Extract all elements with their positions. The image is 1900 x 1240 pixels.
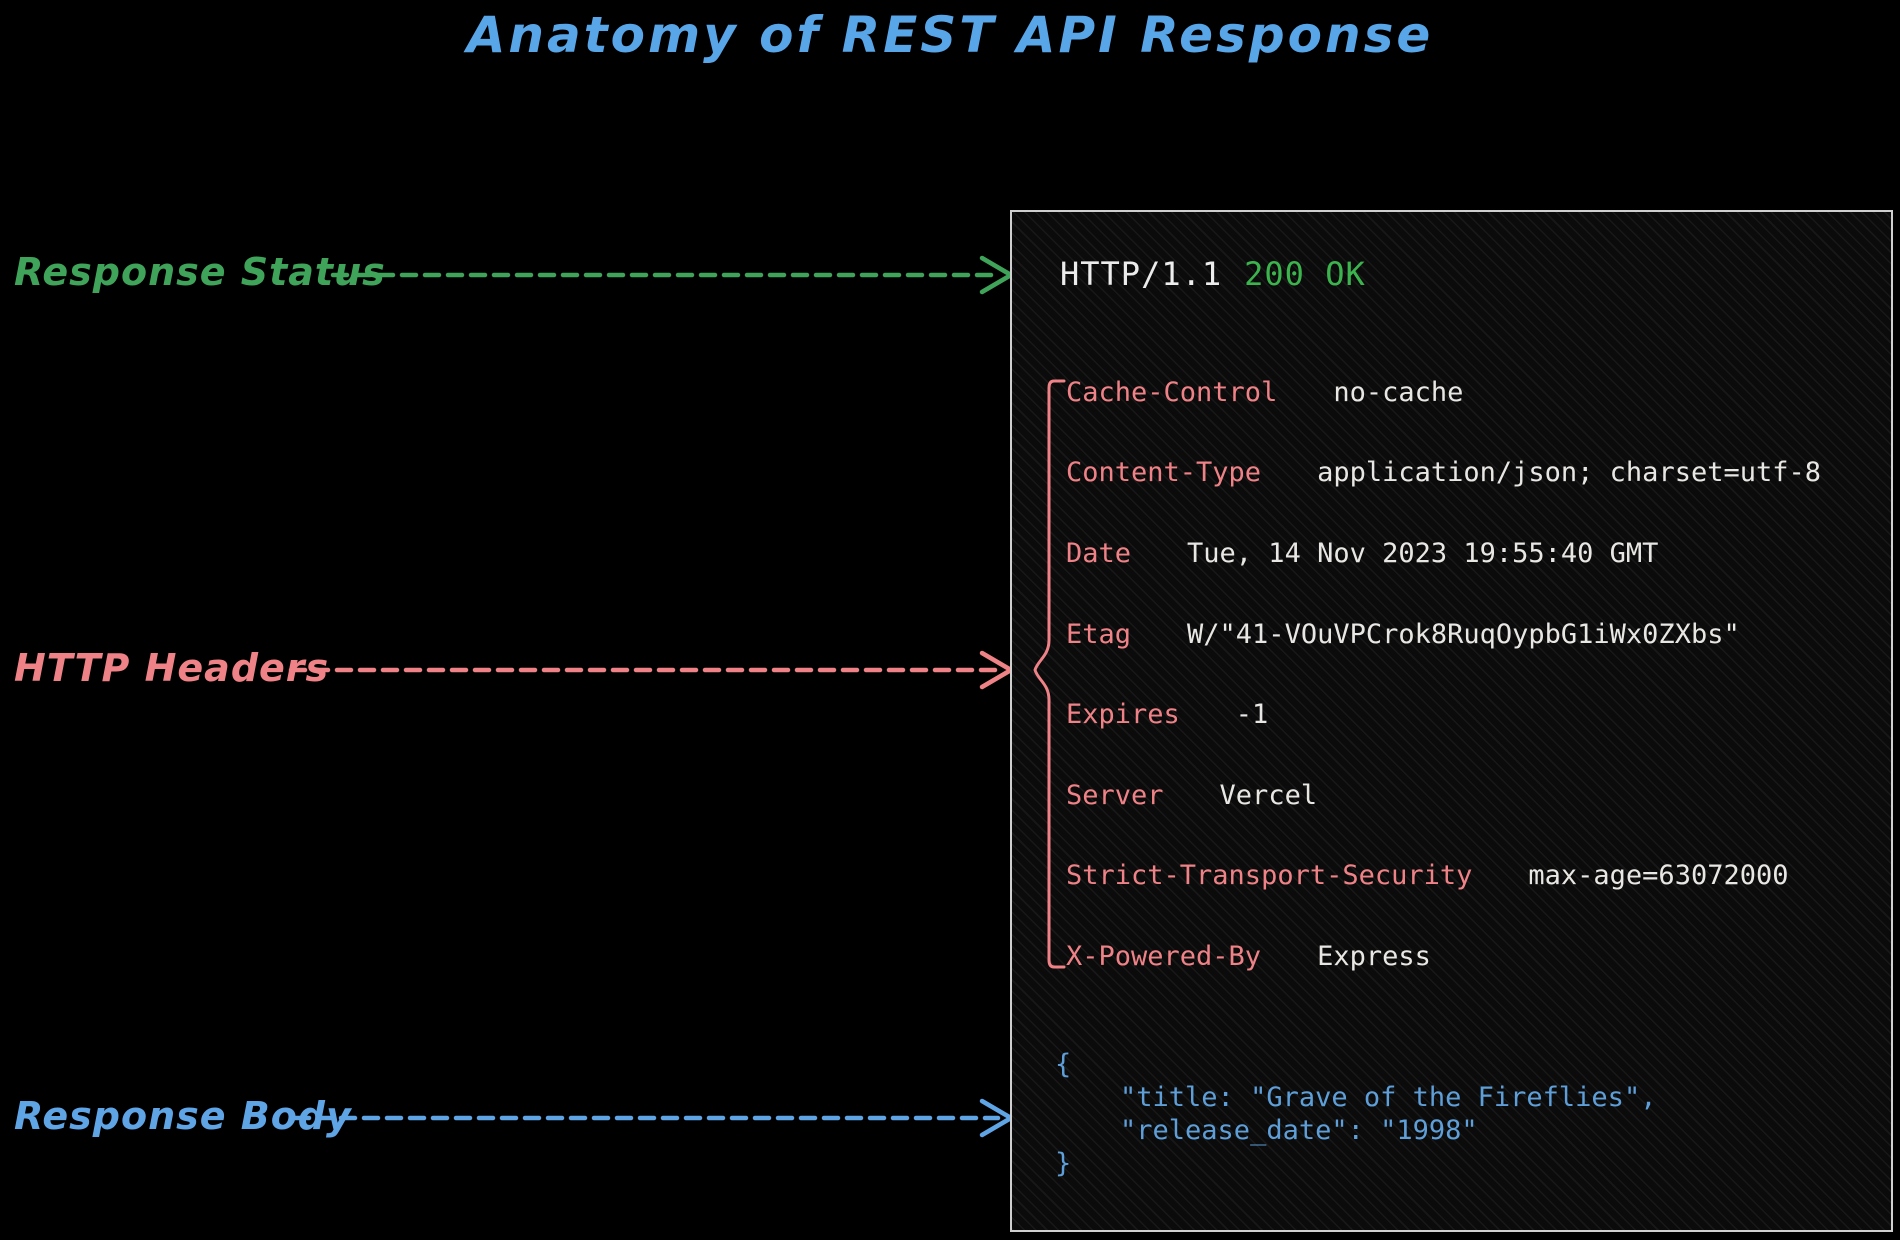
- header-name: Server: [1066, 779, 1164, 811]
- headers-brace-icon: [1033, 379, 1066, 969]
- header-value: Express: [1317, 940, 1431, 972]
- header-name: X-Powered-By: [1066, 940, 1262, 972]
- response-body-json: { "title: "Grave of the Fireflies", "rel…: [1055, 1049, 1657, 1179]
- header-row: X-Powered-By Express: [1066, 916, 1821, 997]
- header-value: Tue, 14 Nov 2023 19:55:40 GMT: [1187, 537, 1659, 569]
- header-name: Expires: [1066, 699, 1180, 731]
- header-value: Vercel: [1219, 779, 1318, 811]
- header-row: Strict-Transport-Security max-age=6307200…: [1066, 836, 1821, 917]
- status-code-text: 200 OK: [1244, 255, 1366, 293]
- header-name: Etag: [1066, 618, 1132, 650]
- response-status-label: Response Status: [14, 250, 386, 294]
- header-name: Strict-Transport-Security: [1066, 860, 1473, 892]
- http-headers-arrow-icon: [288, 650, 1014, 690]
- status-line: HTTP/1.1 200 OK: [1060, 254, 1366, 294]
- header-name: Date: [1066, 537, 1132, 569]
- header-value: -1: [1235, 699, 1269, 731]
- response-body-arrow-icon: [292, 1098, 1014, 1138]
- header-row: Content-Type application/json; charset=ut…: [1066, 433, 1821, 514]
- header-name: Content-Type: [1066, 457, 1262, 489]
- header-row: Expires -1: [1066, 674, 1821, 755]
- diagram-title: Anatomy of REST API Response: [466, 6, 1434, 64]
- header-name: Cache-Control: [1066, 376, 1278, 408]
- header-value: max-age=63072000: [1528, 860, 1789, 892]
- header-row: Cache-Control no-cache: [1066, 352, 1821, 433]
- header-value: no-cache: [1333, 376, 1464, 408]
- response-status-arrow-icon: [330, 255, 1014, 295]
- header-value: application/json; charset=utf-8: [1317, 457, 1821, 489]
- header-value: W/"41-VOuVPCrok8RuqOypbG1iWx0ZXbs": [1187, 618, 1740, 650]
- protocol-text: HTTP/1.1: [1060, 255, 1223, 293]
- http-headers-label: HTTP Headers: [14, 646, 330, 690]
- header-row: Server Vercel: [1066, 755, 1821, 836]
- header-row: Etag W/"41-VOuVPCrok8RuqOypbG1iWx0ZXbs": [1066, 594, 1821, 675]
- header-row: Date Tue, 14 Nov 2023 19:55:40 GMT: [1066, 513, 1821, 594]
